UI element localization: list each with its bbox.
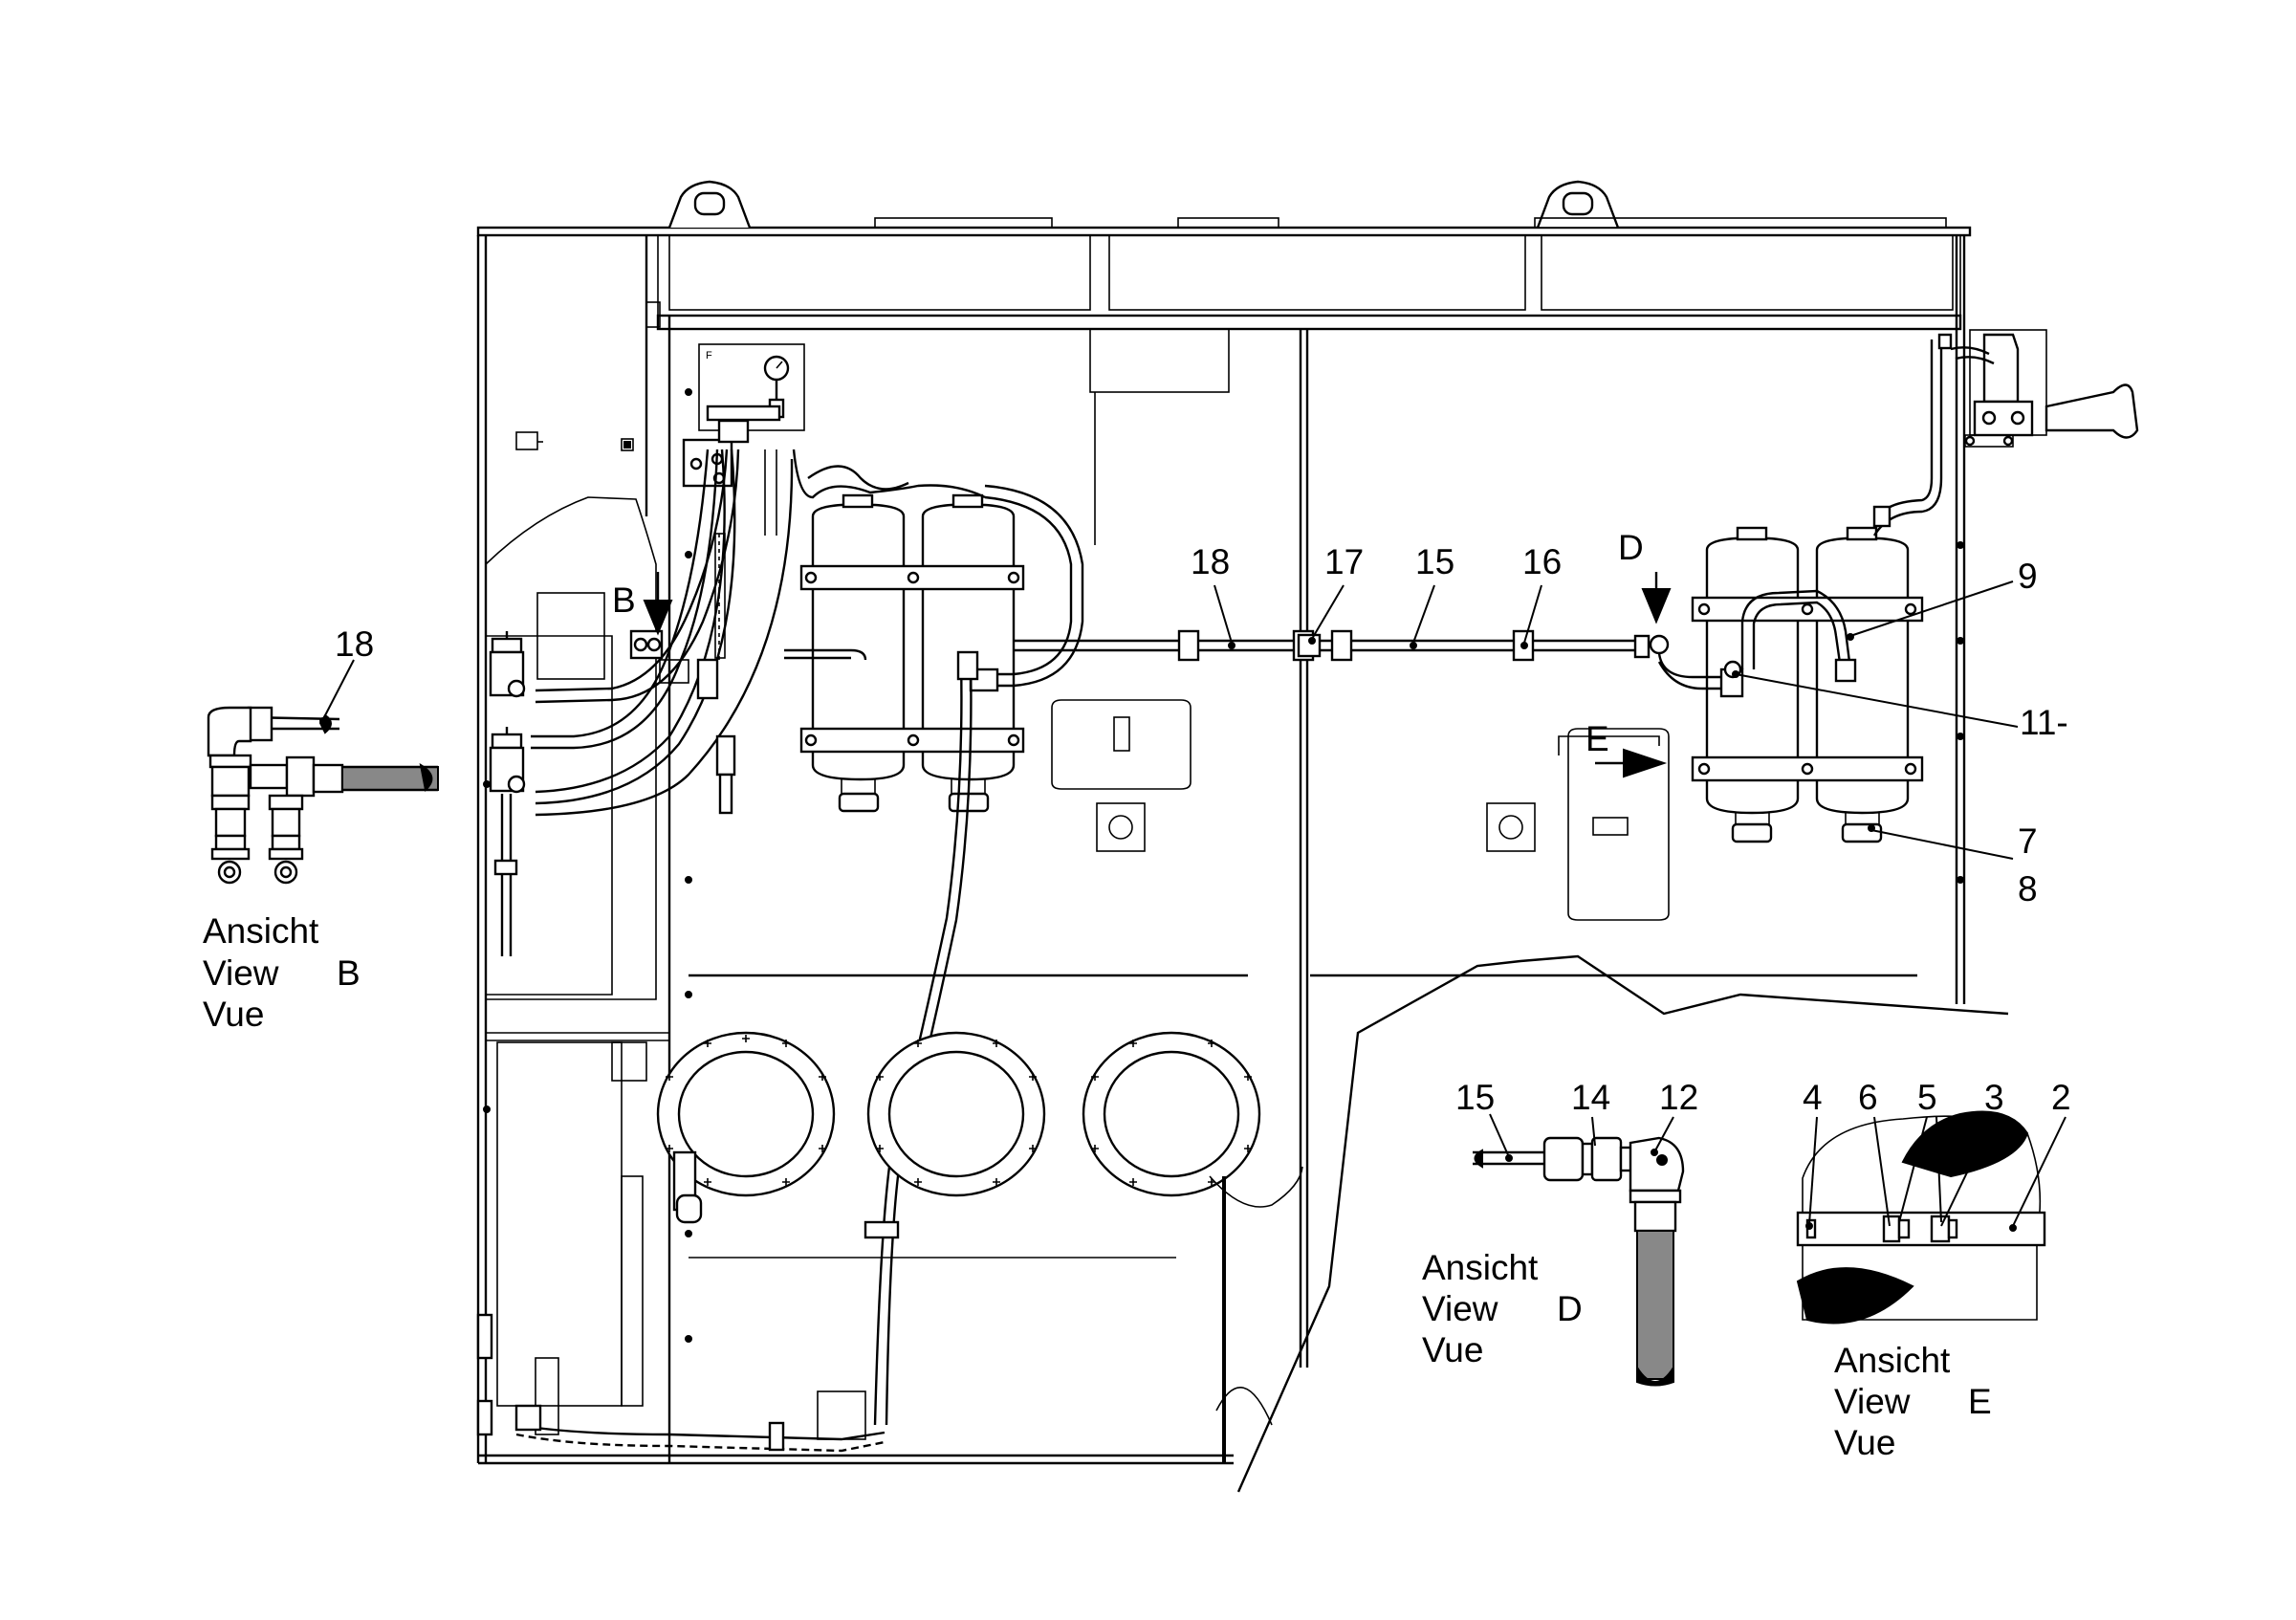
- callout-15-view-d: 15: [1455, 1078, 1495, 1117]
- shutoff-valves-left: [489, 631, 526, 794]
- view-arrow-e: [1558, 735, 1668, 778]
- view-b-caption-en: View: [203, 953, 279, 993]
- view-d-detail: [1473, 1136, 1685, 1387]
- latch-left: [672, 1150, 703, 1224]
- view-e-letter: E: [1968, 1382, 1992, 1421]
- callout-17: 17: [1324, 542, 1364, 581]
- view-arrow-d: [1641, 572, 1672, 624]
- callout-15: 15: [1415, 542, 1454, 581]
- callout-14: 14: [1571, 1078, 1610, 1117]
- view-b-caption-de: Ansicht: [203, 911, 319, 951]
- view-arrow-b: [643, 572, 673, 636]
- callout-9: 9: [2018, 557, 2038, 596]
- break-line: [1215, 954, 2009, 1493]
- callout-3: 3: [1984, 1078, 2004, 1117]
- view-b-letter: B: [337, 953, 361, 993]
- panel-plates: [1051, 699, 1670, 921]
- callout-12: 12: [1659, 1078, 1698, 1117]
- view-d-letter: D: [1557, 1289, 1583, 1328]
- callout-b: B: [612, 580, 636, 620]
- callout-e: E: [1585, 719, 1609, 758]
- callout-16: 16: [1522, 542, 1562, 581]
- pressure-gauge-panel: F: [682, 343, 805, 488]
- callout-5: 5: [1917, 1078, 1937, 1117]
- leader-lines: [319, 580, 2066, 1232]
- housing-frame: [476, 180, 1972, 1465]
- callout-4: 4: [1803, 1078, 1823, 1117]
- view-d-caption-en: View: [1422, 1289, 1498, 1328]
- gauge-label: F: [706, 350, 712, 361]
- callout-numbers: 18 18 17 15 16 D B E 9 11- 7 8 15 14 12 …: [335, 528, 2071, 1117]
- filter-pair-right: [1691, 526, 1924, 843]
- callout-18-view-b: 18: [335, 624, 374, 664]
- callout-11: 11-: [2020, 703, 2068, 742]
- view-b-caption-fr: Vue: [203, 995, 264, 1034]
- filter-pair-left: [799, 493, 1025, 813]
- view-b-caption: Ansicht View B Vue: [203, 911, 361, 1034]
- view-e-detail: [1796, 1110, 2046, 1324]
- callout-7: 7: [2018, 821, 2038, 861]
- view-d-caption: Ansicht View D Vue: [1422, 1248, 1583, 1369]
- air-horn: [1937, 329, 2139, 448]
- view-d-caption-de: Ansicht: [1422, 1248, 1539, 1287]
- view-e-caption-de: Ansicht: [1834, 1341, 1951, 1380]
- view-b-detail: [207, 706, 439, 885]
- callout-8: 8: [2018, 869, 2038, 909]
- hoses: [476, 339, 1943, 1453]
- callout-6: 6: [1858, 1078, 1878, 1117]
- view-d-caption-fr: Vue: [1422, 1330, 1483, 1369]
- flange-openings: [656, 1031, 1303, 1463]
- view-e-caption-en: View: [1834, 1382, 1911, 1421]
- callout-18: 18: [1191, 542, 1230, 581]
- callout-d: D: [1618, 528, 1644, 567]
- junction-block-b: [629, 629, 719, 700]
- view-e-caption: Ansicht View E Vue: [1834, 1341, 1992, 1462]
- view-e-caption-fr: Vue: [1834, 1423, 1895, 1462]
- callout-2: 2: [2051, 1078, 2071, 1117]
